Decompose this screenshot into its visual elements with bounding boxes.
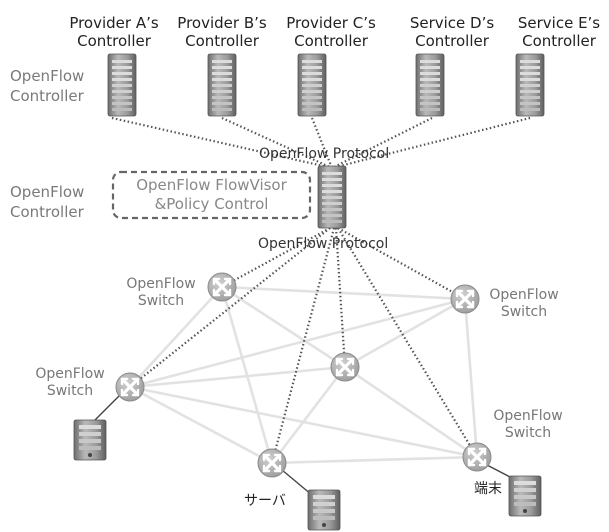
switch-icon-bottom-right: [461, 441, 493, 473]
switch-icon-center: [329, 351, 361, 383]
controller-server-c-icon: [297, 53, 327, 117]
flowvisor-label: OpenFlow FlowVisor &Policy Control: [136, 176, 287, 213]
controller-server-e-icon: [515, 53, 545, 117]
openflow-protocol-label-upper: OpenFlow Protocol: [259, 146, 390, 162]
switch-protocol-links: [129, 227, 478, 464]
switch-label-upper-left: OpenFlow Switch: [126, 276, 196, 309]
side-label-openflow-controller-middle: OpenFlow Controller: [10, 183, 85, 221]
flowvisor-box: [111, 170, 312, 220]
side-label-openflow-controller-top: OpenFlow Controller: [10, 67, 85, 105]
switch-icon-bottom-center: [256, 447, 288, 479]
controller-label-a: Provider A’s Controller: [69, 14, 159, 50]
host-terminal-icon: [508, 475, 542, 517]
controller-server-b-icon: [207, 53, 237, 117]
switch-icon-upper-left: [206, 271, 238, 303]
host-label-server: サーバ: [244, 493, 286, 509]
controller-server-d-icon: [415, 53, 445, 117]
switch-label-upper-right: OpenFlow Switch: [489, 287, 559, 320]
controller-label-d: Service D’s Controller: [409, 14, 495, 50]
switch-mesh-links: [129, 285, 479, 465]
host-server-icon: [307, 489, 341, 531]
controller-label-c: Provider C’s Controller: [286, 14, 376, 50]
flowvisor-server-icon: [317, 165, 347, 229]
controller-label-b: Provider B’s Controller: [177, 14, 267, 50]
controller-server-a-icon: [107, 53, 137, 117]
switch-icon-upper-right: [449, 283, 481, 315]
openflow-protocol-label-lower: OpenFlow Protocol: [258, 236, 389, 252]
switch-icon-left: [114, 371, 146, 403]
controller-protocol-links: [111, 116, 531, 170]
host-pc-left-icon: [73, 419, 107, 461]
controller-label-e: Service E’s Controller: [517, 14, 601, 50]
switch-label-left: OpenFlow Switch: [35, 366, 105, 399]
host-links: [94, 394, 513, 496]
host-label-terminal: 端末: [474, 481, 502, 497]
switch-label-bottom-right: OpenFlow Switch: [493, 408, 563, 441]
